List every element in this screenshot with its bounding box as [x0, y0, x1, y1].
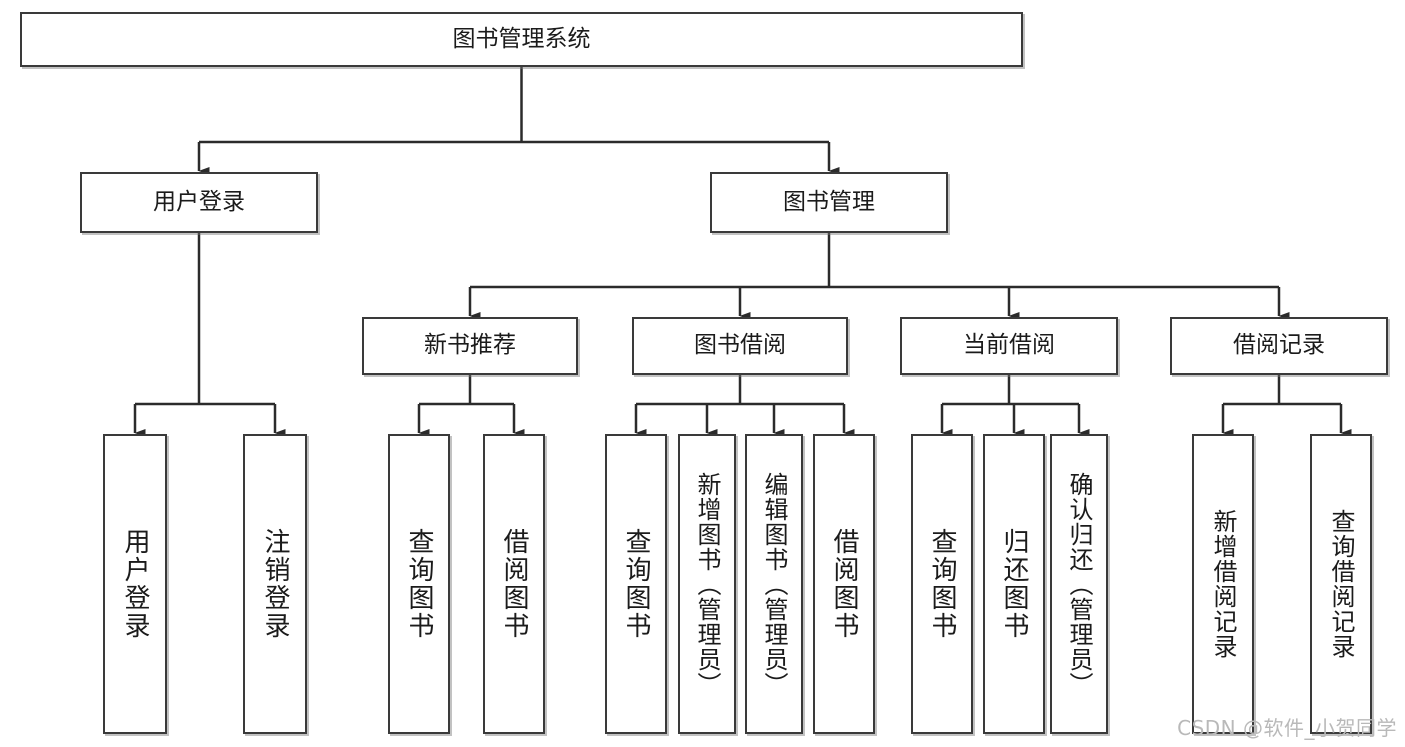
watermark-label: CSDN @软件_小贺同学	[1177, 716, 1397, 740]
node-leaf-rc-add[interactable]: 新增借阅记录	[1192, 434, 1254, 734]
node-leaf-bw-edit[interactable]: 编辑图书（管理员）	[745, 434, 803, 734]
node-leaf-bw-add[interactable]: 新增图书（管理员）	[678, 434, 736, 734]
node-label: 图书借阅	[694, 332, 786, 359]
node-current[interactable]: 当前借阅	[900, 317, 1118, 375]
node-leaf-cb-return[interactable]: 归还图书	[983, 434, 1045, 734]
node-label: 新书推荐	[424, 332, 516, 359]
node-label: 新增借阅记录	[1209, 509, 1237, 659]
node-root[interactable]: 图书管理系统	[20, 12, 1023, 67]
node-label: 查询图书	[404, 528, 434, 640]
node-label: 用户登录	[153, 188, 245, 215]
node-label: 用户登录	[120, 528, 150, 640]
node-records[interactable]: 借阅记录	[1170, 317, 1388, 375]
node-leaf-user-logout[interactable]: 注销登录	[243, 434, 307, 734]
edge-paths	[133, 67, 1352, 437]
node-leaf-nb-borrow[interactable]: 借阅图书	[483, 434, 545, 734]
node-leaf-cb-confirm[interactable]: 确认归还（管理员）	[1050, 434, 1108, 734]
node-label: 当前借阅	[963, 332, 1055, 359]
node-label: 图书管理系统	[452, 25, 591, 52]
node-label: 查询借阅记录	[1327, 509, 1355, 659]
node-leaf-bw-query[interactable]: 查询图书	[605, 434, 667, 734]
node-label: 借阅记录	[1233, 332, 1325, 359]
node-newbook[interactable]: 新书推荐	[362, 317, 578, 375]
node-label: 图书管理	[783, 188, 875, 215]
node-label: 注销登录	[260, 528, 290, 640]
node-leaf-nb-query[interactable]: 查询图书	[388, 434, 450, 734]
node-leaf-user-login[interactable]: 用户登录	[103, 434, 167, 734]
node-borrow[interactable]: 图书借阅	[632, 317, 848, 375]
node-label: 确认归还（管理员）	[1065, 471, 1093, 697]
node-bookmgmt[interactable]: 图书管理	[710, 172, 948, 233]
node-login[interactable]: 用户登录	[80, 172, 318, 233]
node-label: 新增图书（管理员）	[693, 471, 721, 697]
node-label: 借阅图书	[499, 528, 529, 640]
node-leaf-cb-query[interactable]: 查询图书	[911, 434, 973, 734]
node-label: 编辑图书（管理员）	[760, 471, 788, 697]
node-label: 归还图书	[999, 528, 1029, 640]
node-label: 借阅图书	[829, 528, 859, 640]
node-label: 查询图书	[927, 528, 957, 640]
node-label: 查询图书	[621, 528, 651, 640]
node-leaf-bw-borrow[interactable]: 借阅图书	[813, 434, 875, 734]
node-leaf-rc-query[interactable]: 查询借阅记录	[1310, 434, 1372, 734]
